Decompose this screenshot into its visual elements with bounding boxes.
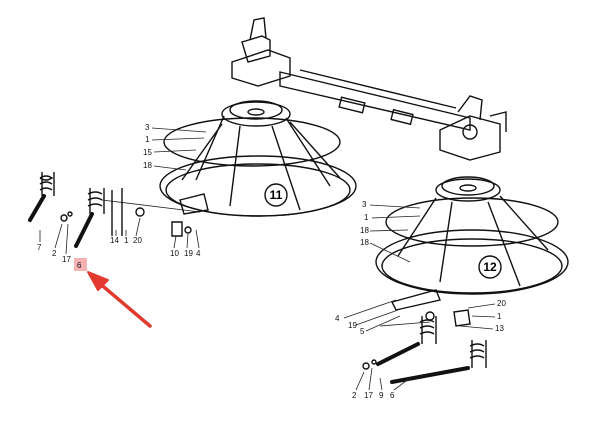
labels-right-parts: 4 19 5 20 1 13 2 17 9 6 <box>335 299 506 400</box>
right-tine-assembly <box>362 289 487 384</box>
label-1: 1 <box>124 236 129 245</box>
rotor-number-11: 11 <box>270 188 283 202</box>
label-3: 3 <box>362 200 367 209</box>
label-10: 10 <box>170 249 179 258</box>
highlight-box <box>74 258 87 271</box>
labels-left-parts: 7 2 17 6 14 1 20 10 19 4 <box>37 217 201 271</box>
label-20: 20 <box>133 236 142 245</box>
pointer-arrow <box>87 271 152 328</box>
rotor-right: 12 <box>375 176 569 295</box>
rotor-number-12: 12 <box>483 260 497 274</box>
label-18: 18 <box>360 226 369 235</box>
label-17: 17 <box>62 255 71 264</box>
label-4: 4 <box>335 314 340 323</box>
label-20: 20 <box>497 299 506 308</box>
label-1: 1 <box>364 213 369 222</box>
rotor-left: 11 <box>159 100 357 217</box>
labels-left-rotor: 3 1 15 18 <box>143 123 207 171</box>
label-15: 15 <box>143 148 152 157</box>
gearbox-frame <box>231 17 507 161</box>
label-1: 1 <box>497 312 502 321</box>
label-2: 2 <box>352 391 357 400</box>
label-14: 14 <box>110 236 119 245</box>
label-4: 4 <box>196 249 201 258</box>
label-13: 13 <box>495 324 504 333</box>
left-tine-assembly <box>28 172 209 248</box>
label-7: 7 <box>37 243 42 252</box>
label-6: 6 <box>77 261 82 270</box>
label-9: 9 <box>379 391 384 400</box>
label-6: 6 <box>390 391 395 400</box>
label-19: 19 <box>184 249 193 258</box>
label-19: 19 <box>348 321 357 330</box>
label-18: 18 <box>143 161 152 170</box>
label-2: 2 <box>52 249 57 258</box>
label-18: 18 <box>360 238 369 247</box>
label-3: 3 <box>145 123 150 132</box>
label-17: 17 <box>364 391 373 400</box>
callout-circle-11 <box>264 183 288 207</box>
label-1: 1 <box>145 135 150 144</box>
labels-right-rotor: 3 1 18 18 <box>360 200 421 263</box>
label-5: 5 <box>360 327 365 336</box>
callout-circle-12 <box>478 255 502 279</box>
